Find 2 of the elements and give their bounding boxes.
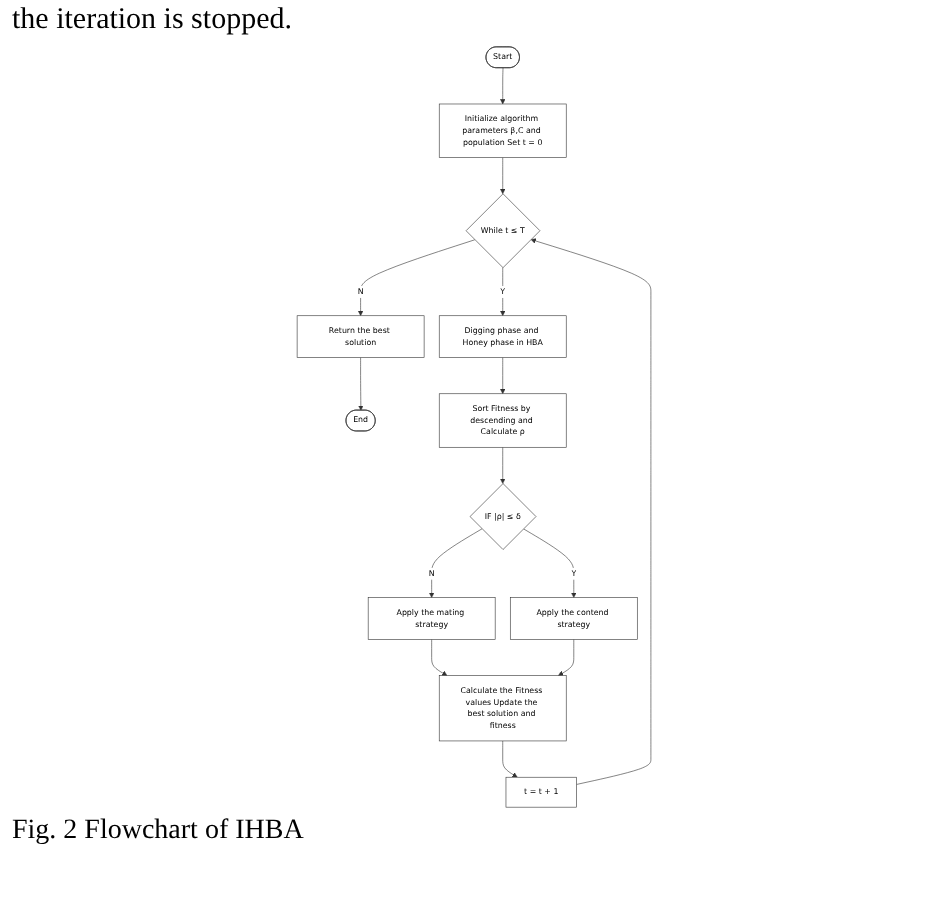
cropped-text: the iteration is stopped. <box>12 4 294 38</box>
figure-caption: Fig. 2 Flowchart of IHBA <box>12 816 306 848</box>
